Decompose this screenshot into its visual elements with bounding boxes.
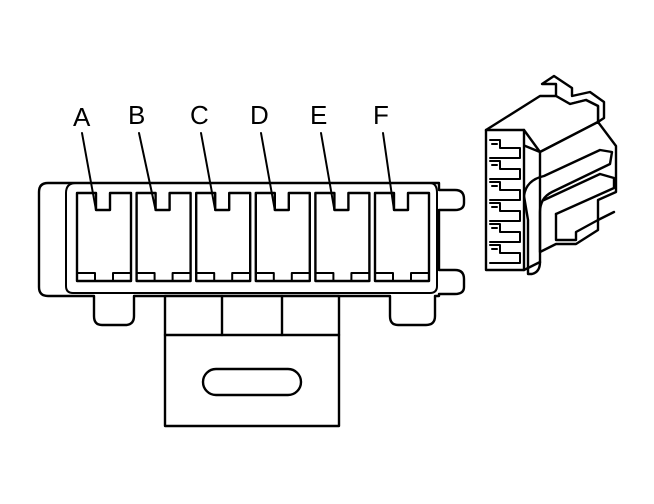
release-slot — [201, 367, 303, 397]
side-slot — [489, 181, 521, 201]
side-terminal-slots — [489, 139, 521, 264]
pin-label-a: A — [73, 102, 91, 132]
pin-cavity-f — [373, 191, 431, 283]
pin-cavity-a — [75, 191, 133, 283]
side-slot — [489, 223, 521, 243]
leader-line-c — [200, 132, 217, 211]
pin-label-e: E — [310, 100, 327, 130]
connector-face-view: A B C D E F — [37, 100, 466, 428]
pin-labels: A B C D E F — [73, 100, 389, 132]
pin-leader-lines — [81, 132, 395, 211]
leader-line-f — [382, 132, 395, 211]
locking-tab — [163, 294, 341, 428]
connector-housing-outline — [37, 181, 466, 327]
leader-line-a — [81, 132, 97, 211]
connector-side-view — [484, 74, 618, 276]
pin-label-f: F — [373, 100, 389, 130]
side-slot — [489, 139, 521, 159]
pin-cavity-e — [314, 191, 371, 283]
side-slot — [489, 160, 521, 180]
side-slot — [489, 244, 521, 264]
leader-line-d — [260, 132, 276, 211]
pin-label-d: D — [250, 100, 269, 130]
pin-cavities — [75, 191, 431, 283]
pin-cavity-c — [195, 191, 252, 283]
pin-cavity-b — [135, 191, 192, 283]
leader-line-b — [138, 132, 157, 211]
side-slot — [489, 202, 521, 222]
pin-cavity-d — [254, 191, 311, 283]
leader-line-e — [320, 132, 336, 211]
pin-label-b: B — [128, 100, 145, 130]
pin-label-c: C — [190, 100, 209, 130]
connector-inner-frame — [65, 182, 438, 294]
